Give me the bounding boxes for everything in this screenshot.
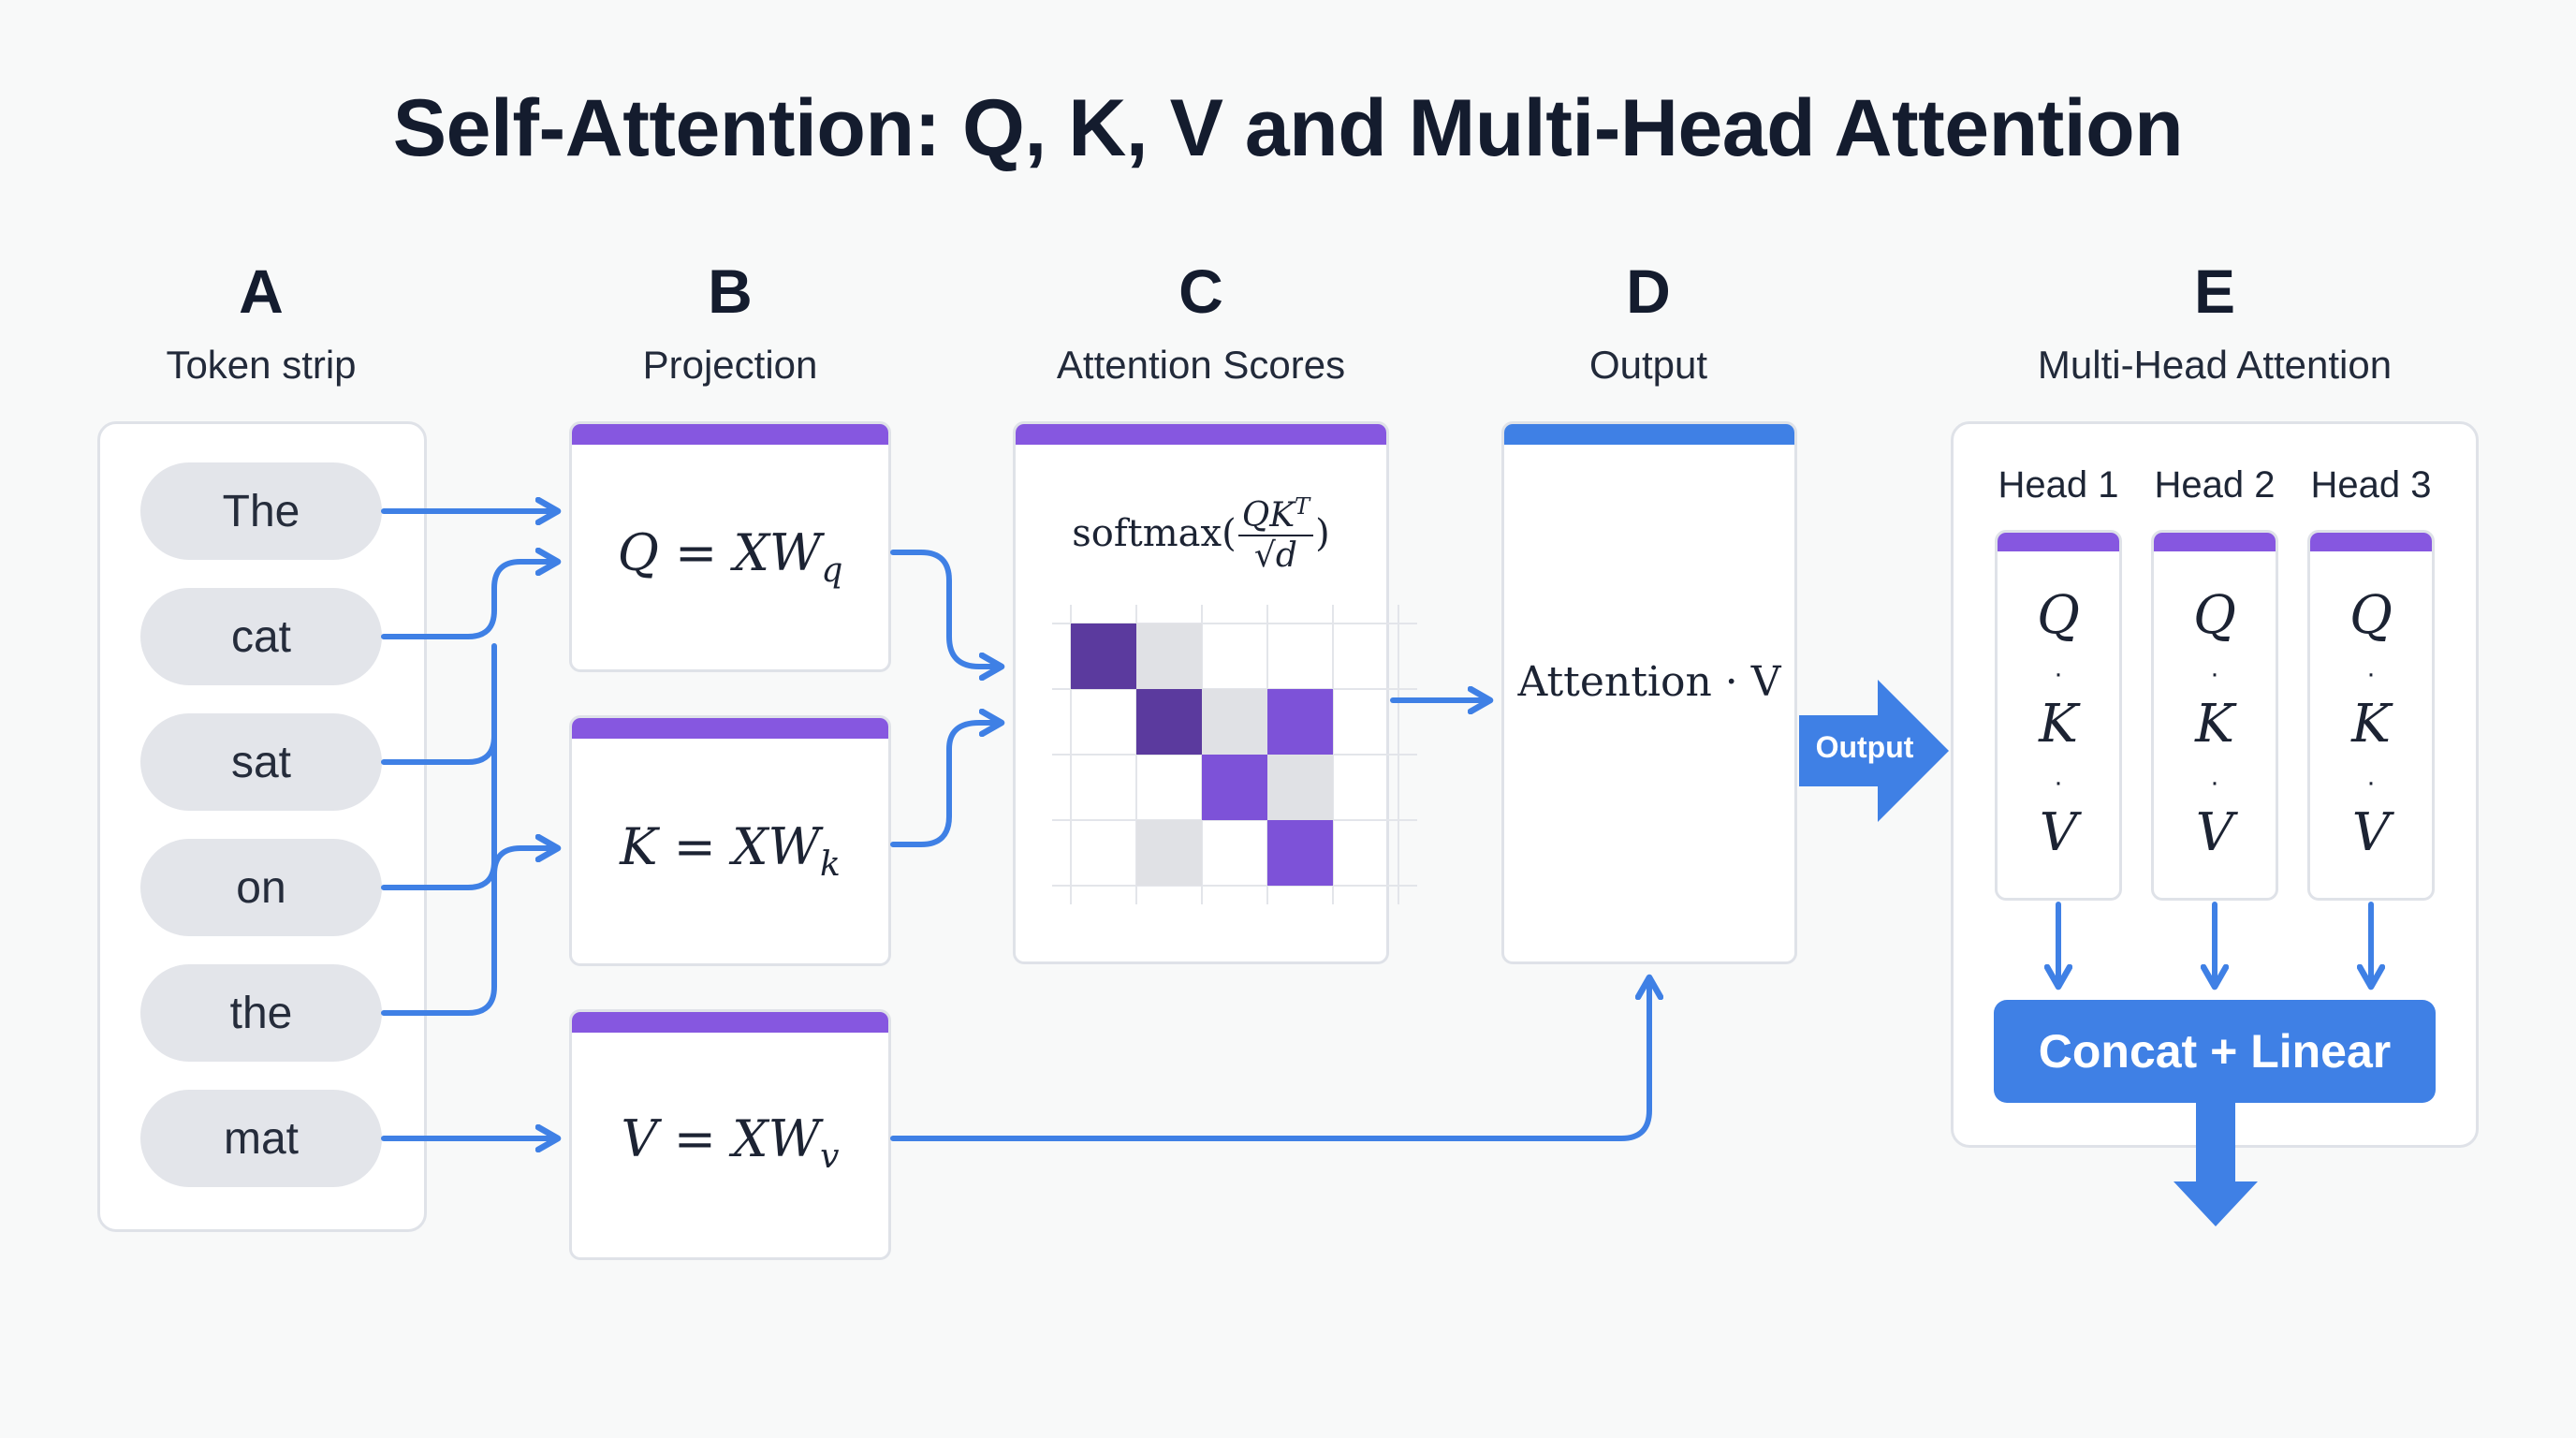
- card-accent-bar: [572, 424, 888, 445]
- head-query: Q: [2193, 585, 2236, 646]
- head-dot: ·: [2210, 658, 2219, 689]
- head-query: Q: [2037, 585, 2080, 646]
- attention-output-text: Attention · V: [1517, 658, 1781, 706]
- connector-query-to-scores: [890, 550, 1002, 667]
- column-letter-d: D: [1626, 257, 1671, 326]
- output-arrow-label: Output: [1815, 730, 1914, 764]
- softmax-numerator: QKT: [1237, 492, 1314, 536]
- query-rhs: XW: [733, 523, 822, 582]
- head-card: Q · K · V: [1995, 530, 2122, 901]
- key-equation: K = XWk: [572, 817, 888, 884]
- softmax-formula: softmax( QKT √d ): [1016, 492, 1386, 576]
- card-accent-bar: [1504, 424, 1794, 445]
- head-key: K: [2195, 694, 2234, 755]
- head-label: Head 2: [2154, 464, 2276, 506]
- token-pill: sat: [140, 713, 382, 811]
- query-subscript: q: [821, 550, 843, 590]
- column-header-a: A Token strip: [0, 260, 523, 388]
- column-letter-a: A: [239, 257, 284, 326]
- value-equation: V = XWv: [572, 1109, 888, 1176]
- value-projection-card: V = XWv: [569, 1009, 891, 1260]
- softmax-close: ): [1315, 512, 1330, 555]
- value-lhs: V: [621, 1109, 658, 1168]
- head-dot: ·: [2366, 658, 2376, 689]
- column-header-c: C Attention Scores: [939, 260, 1463, 388]
- head-query: Q: [2349, 585, 2393, 646]
- head-value: V: [2195, 802, 2234, 863]
- head-dot: ·: [2210, 767, 2219, 798]
- column-letter-c: C: [1178, 257, 1223, 326]
- column-letter-e: E: [2193, 257, 2236, 326]
- column-header-b: B Projection: [468, 260, 992, 388]
- token-pill: cat: [140, 588, 382, 685]
- key-lhs: K: [620, 817, 658, 876]
- softmax-fraction: QKT √d: [1237, 492, 1314, 575]
- query-equation: Q = XWq: [572, 523, 888, 590]
- query-equals: =: [675, 523, 718, 582]
- softmax-numerator-text: QK: [1241, 495, 1295, 535]
- head-value: V: [2039, 802, 2078, 863]
- token-pill: on: [140, 839, 382, 936]
- head-dot: ·: [2366, 767, 2376, 798]
- column-header-e: E Multi-Head Attention: [1953, 260, 2477, 388]
- softmax-denominator: √d: [1253, 536, 1297, 575]
- diagram-title: Self-Attention: Q, K, V and Multi-Head A…: [392, 83, 2184, 173]
- key-equals: =: [673, 817, 716, 876]
- column-header-d: D Output: [1386, 260, 1910, 388]
- column-letter-b: B: [708, 257, 753, 326]
- card-accent-bar: [1016, 424, 1386, 445]
- head-dot: ·: [2054, 658, 2063, 689]
- head-dot: ·: [2054, 767, 2063, 798]
- attention-scores-card: softmax( QKT √d ): [1013, 421, 1389, 964]
- head-label: Head 1: [1998, 464, 2119, 506]
- card-accent-bar: [572, 718, 888, 739]
- column-subtitle-b: Projection: [642, 343, 818, 387]
- token-pill: the: [140, 964, 382, 1062]
- column-subtitle-e: Multi-Head Attention: [2037, 343, 2393, 387]
- key-subscript: k: [820, 844, 841, 884]
- output-card: Attention · V: [1501, 421, 1797, 964]
- head-key: K: [2351, 694, 2391, 755]
- concat-linear-block: Concat + Linear: [1994, 1000, 2436, 1103]
- key-projection-card: K = XWk: [569, 715, 891, 966]
- token-pill: The: [140, 462, 382, 560]
- head-card: Q · K · V: [2307, 530, 2435, 901]
- value-equals: =: [673, 1109, 716, 1168]
- head-label: Head 3: [2310, 464, 2432, 506]
- head-card: Q · K · V: [2151, 530, 2278, 901]
- connector-value-to-output: [890, 977, 1649, 1141]
- value-rhs: XW: [732, 1109, 821, 1168]
- attention-output-formula: Attention · V: [1504, 658, 1794, 706]
- column-subtitle-d: Output: [1588, 343, 1708, 387]
- head-key: K: [2039, 694, 2078, 755]
- column-subtitle-c: Attention Scores: [1056, 343, 1346, 387]
- card-accent-bar: [2154, 533, 2276, 551]
- key-rhs: XW: [732, 817, 821, 876]
- query-projection-card: Q = XWq: [569, 421, 891, 672]
- card-accent-bar: [572, 1012, 888, 1033]
- softmax-transpose: T: [1295, 492, 1310, 520]
- card-accent-bar: [2310, 533, 2432, 551]
- value-subscript: v: [820, 1137, 840, 1176]
- connector-key-to-scores: [890, 723, 1002, 847]
- card-accent-bar: [1998, 533, 2119, 551]
- softmax-function: softmax(: [1072, 512, 1237, 555]
- query-lhs: Q: [617, 523, 659, 582]
- concat-linear-label: Concat + Linear: [2038, 1025, 2392, 1078]
- token-pill: mat: [140, 1090, 382, 1187]
- column-subtitle-a: Token strip: [166, 343, 357, 387]
- head-value: V: [2351, 802, 2391, 863]
